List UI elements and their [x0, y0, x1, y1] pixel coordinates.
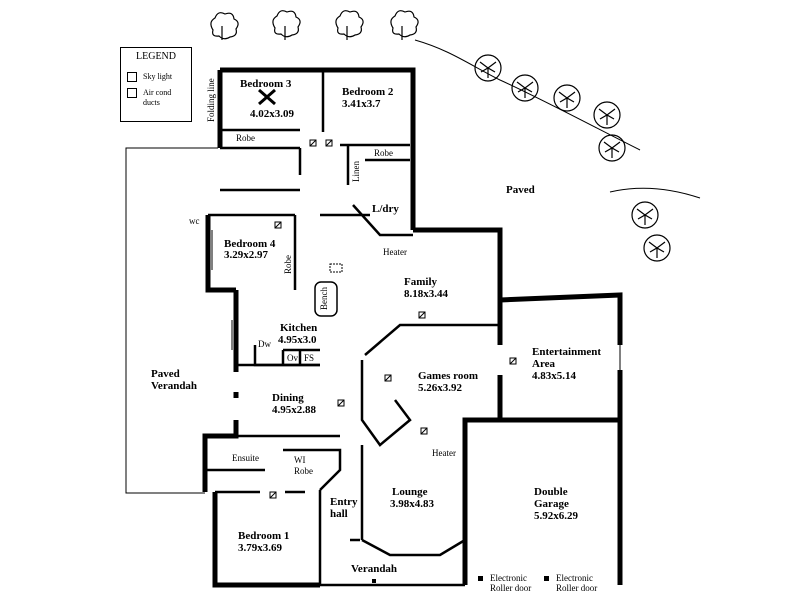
laundry-label: L/dry	[372, 203, 399, 215]
robe-label-bed3: Robe	[236, 133, 255, 143]
skylight-swatch-icon	[127, 72, 137, 82]
garage-label-1: Double	[534, 486, 568, 498]
bedroom1-label: Bedroom 1	[238, 530, 290, 542]
oven-label: Ov	[287, 353, 298, 363]
garage-dim: 5.92x6.29	[534, 510, 578, 522]
entertainment-dim: 4.83x5.14	[532, 370, 576, 382]
bedroom4-dim: 3.29x2.97	[224, 249, 268, 261]
heater-label-lounge: Heater	[432, 448, 456, 458]
lounge-dim: 3.98x4.83	[390, 498, 434, 510]
bedroom4-label: Bedroom 4	[224, 238, 276, 250]
games-label: Games room	[418, 370, 478, 382]
legend-aircond-1: Air cond	[143, 88, 172, 97]
paved-verandah-label-1: Paved	[151, 368, 180, 380]
kitchen-dim: 4.95x3.0	[278, 334, 317, 346]
folding-line-label: Folding line	[206, 78, 216, 122]
roller-door-label-1b: Roller door	[490, 583, 532, 593]
bedroom3-dim: 4.02x3.09	[250, 108, 294, 120]
dining-dim: 4.95x2.88	[272, 404, 316, 416]
roller-door-label-2a: Electronic	[556, 573, 593, 583]
tree-icon	[210, 10, 419, 40]
dishwasher-label: Dw	[258, 339, 271, 349]
roller-door-label-1a: Electronic	[490, 573, 527, 583]
family-dim: 8.18x3.44	[404, 288, 448, 300]
family-label: Family	[404, 276, 437, 288]
fs-label: FS	[304, 353, 315, 363]
robe-label-bed2: Robe	[374, 148, 393, 158]
kitchen-label: Kitchen	[280, 322, 318, 334]
games-dim: 5.26x3.92	[418, 382, 462, 394]
lounge-label: Lounge	[392, 486, 428, 498]
fan-icon	[258, 88, 276, 106]
legend-aircond-2: ducts	[143, 98, 160, 107]
bedroom1-dim: 3.79x3.69	[238, 542, 282, 554]
garage-label-2: Garage	[534, 498, 569, 510]
entertainment-label-1: Entertainment	[532, 346, 602, 358]
legend-title: LEGEND	[136, 51, 176, 62]
wc-label: wc	[189, 216, 200, 226]
bedroom2-dim: 3.41x3.7	[342, 98, 381, 110]
entertainment-label-2: Area	[532, 358, 556, 370]
ensuite-label: Ensuite	[232, 453, 259, 463]
paved-label: Paved	[506, 184, 535, 196]
bench-label: Bench	[319, 287, 329, 310]
legend: LEGEND Sky light Air cond ducts	[120, 47, 192, 122]
bedroom3-label: Bedroom 3	[240, 78, 292, 90]
entry-label-1: Entry	[330, 496, 358, 508]
heater-label-family: Heater	[383, 247, 407, 257]
tree-icon	[474, 54, 671, 262]
bedroom2-label: Bedroom 2	[342, 86, 394, 98]
paved-verandah-label-2: Verandah	[151, 380, 198, 392]
linen-label: Linen	[351, 161, 361, 182]
dining-label: Dining	[272, 392, 304, 404]
duct-swatch-icon	[127, 88, 137, 98]
robe-label-bed4: Robe	[283, 255, 293, 274]
legend-skylight: Sky light	[143, 72, 173, 81]
roller-door-label-2b: Roller door	[556, 583, 598, 593]
entry-label-2: hall	[330, 508, 348, 520]
wi-robe-label-2: Robe	[294, 466, 313, 476]
wi-robe-label-1: WI	[294, 455, 306, 465]
verandah-label: Verandah	[351, 563, 398, 575]
